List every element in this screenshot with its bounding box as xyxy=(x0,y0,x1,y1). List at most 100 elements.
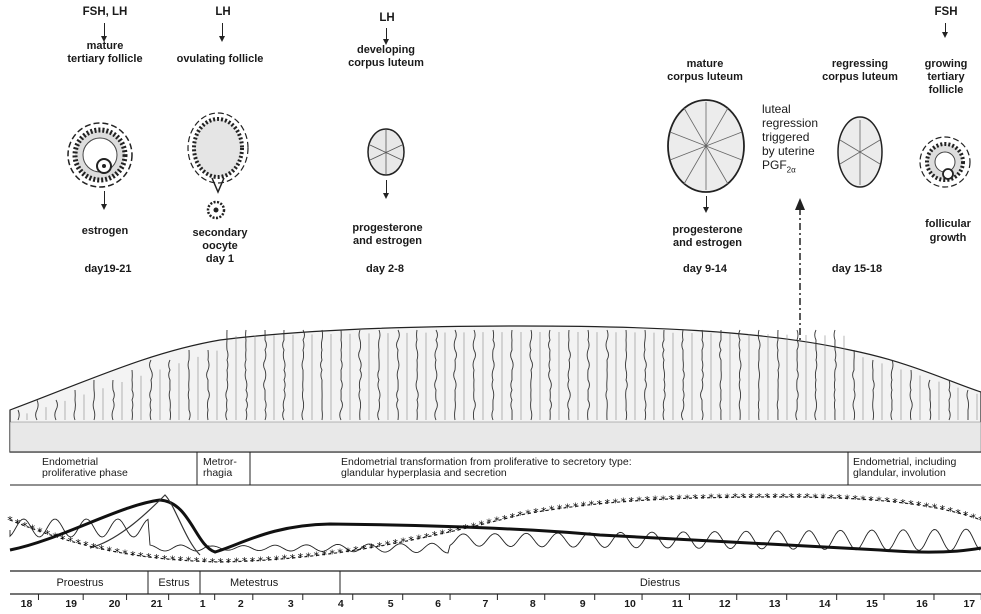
asterisk-marker: * xyxy=(581,500,587,513)
asterisk-marker: * xyxy=(620,496,626,509)
asterisk-marker: * xyxy=(60,533,66,546)
day-number: 14 xyxy=(813,598,837,610)
asterisk-marker: * xyxy=(764,491,770,504)
asterisk-marker: * xyxy=(91,541,97,554)
asterisk-marker: * xyxy=(345,545,351,558)
stage-metestrus: Metestrus xyxy=(205,577,360,589)
day-number: 5 xyxy=(379,598,403,610)
mature-corpus-luteum-icon xyxy=(668,100,744,192)
output-progesterone-1: progesterone xyxy=(340,222,435,235)
asterisk-marker: * xyxy=(916,499,922,512)
asterisk-marker: * xyxy=(138,550,144,563)
asterisk-marker: * xyxy=(644,494,650,507)
asterisk-marker: * xyxy=(541,505,547,518)
luteal-line-2: regression xyxy=(762,116,818,130)
structure-label-growing-a: growing xyxy=(913,58,979,71)
asterisk-marker: * xyxy=(440,528,446,541)
output-growth: growth xyxy=(915,232,981,245)
day-number: 21 xyxy=(145,598,169,610)
pgf-text: PGF xyxy=(762,158,787,172)
output-oocyte: oocyte xyxy=(175,240,265,253)
day-number: 7 xyxy=(473,598,497,610)
day-number: 20 xyxy=(103,598,127,610)
asterisk-marker: * xyxy=(589,499,595,512)
asterisk-marker: * xyxy=(756,491,762,504)
day-number: 12 xyxy=(713,598,737,610)
pgf-arrow xyxy=(795,198,805,350)
asterisk-marker: * xyxy=(170,554,176,567)
structure-label-mature-cl-b: corpus luteum xyxy=(650,71,760,84)
asterisk-marker: * xyxy=(517,509,523,522)
asterisk-marker: * xyxy=(660,493,666,506)
asterisk-marker: * xyxy=(337,546,343,559)
day-number: 1 xyxy=(191,598,215,610)
asterisk-marker: * xyxy=(424,531,430,544)
phase-metrorrhagia-line-2: rhagia xyxy=(203,468,237,479)
stage-proestrus: Proestrus xyxy=(20,577,140,589)
asterisk-marker: * xyxy=(479,519,485,532)
asterisk-marker: * xyxy=(788,491,794,504)
asterisk-marker: * xyxy=(385,539,391,552)
hormone-label-lh-2: LH xyxy=(372,12,402,25)
asterisk-marker: * xyxy=(947,505,953,518)
asterisk-marker: * xyxy=(30,523,36,536)
asterisk-marker: * xyxy=(868,494,874,507)
day-number: 13 xyxy=(763,598,787,610)
asterisk-marker: * xyxy=(306,550,312,563)
asterisk-marker: * xyxy=(525,508,531,521)
output-secondary: secondary xyxy=(175,227,265,240)
down-arrow-icon xyxy=(386,180,387,194)
asterisk-marker: * xyxy=(668,493,674,506)
asterisk-marker: * xyxy=(924,500,930,513)
asterisk-marker: * xyxy=(876,495,882,508)
down-arrow-icon xyxy=(104,191,105,205)
asterisk-marker: * xyxy=(700,492,706,505)
asterisk-marker: * xyxy=(432,529,438,542)
asterisk-marker: * xyxy=(242,555,248,568)
asterisk-marker: * xyxy=(68,535,74,548)
day-number: 15 xyxy=(860,598,884,610)
day-number: 3 xyxy=(279,598,303,610)
asterisk-marker: * xyxy=(716,491,722,504)
asterisk-marker: * xyxy=(130,549,136,562)
asterisk-marker: * xyxy=(7,514,13,527)
asterisk-marker: * xyxy=(290,552,296,565)
day-number: 16 xyxy=(910,598,934,610)
asterisk-marker: * xyxy=(106,545,112,558)
asterisk-marker: * xyxy=(463,522,469,535)
asterisk-marker: * xyxy=(605,497,611,510)
developing-corpus-luteum-icon xyxy=(368,129,404,175)
day-number: 4 xyxy=(329,598,353,610)
asterisk-marker: * xyxy=(210,556,216,569)
day-number: 2 xyxy=(229,598,253,610)
output-follicular: follicular xyxy=(915,218,981,231)
asterisk-marker: * xyxy=(114,546,120,559)
asterisk-marker: * xyxy=(724,491,730,504)
asterisk-marker: * xyxy=(202,556,208,569)
asterisk-marker: * xyxy=(22,520,28,533)
asterisk-marker: * xyxy=(234,556,240,569)
structure-label-mature-b: tertiary follicle xyxy=(50,53,160,66)
asterisk-marker: * xyxy=(955,507,961,520)
phase-metrorrhagia: Metror- rhagia xyxy=(203,457,237,479)
luteal-line-4: by uterine xyxy=(762,144,818,158)
day-label-9-14: day 9-14 xyxy=(665,263,745,276)
asterisk-marker: * xyxy=(37,525,43,538)
asterisk-marker: * xyxy=(266,554,272,567)
day-label-19-21: day19-21 xyxy=(68,263,148,276)
asterisk-marker: * xyxy=(708,492,714,505)
output-progesterone-2: progesterone xyxy=(660,224,755,237)
hormone-label-fsh: FSH xyxy=(928,6,964,19)
structure-label-growing-b: tertiary xyxy=(913,71,979,84)
regressing-corpus-luteum-icon xyxy=(838,117,882,187)
asterisk-marker: * xyxy=(628,495,634,508)
mature-follicle-icon xyxy=(68,123,132,187)
asterisk-marker: * xyxy=(804,491,810,504)
asterisk-marker: * xyxy=(844,492,850,505)
asterisk-marker: * xyxy=(748,491,754,504)
asterisk-marker: * xyxy=(258,554,264,567)
asterisk-marker: * xyxy=(178,554,184,567)
asterisk-marker: * xyxy=(369,541,375,554)
asterisk-marker: * xyxy=(573,500,579,513)
luteal-line-3: triggered xyxy=(762,130,818,144)
